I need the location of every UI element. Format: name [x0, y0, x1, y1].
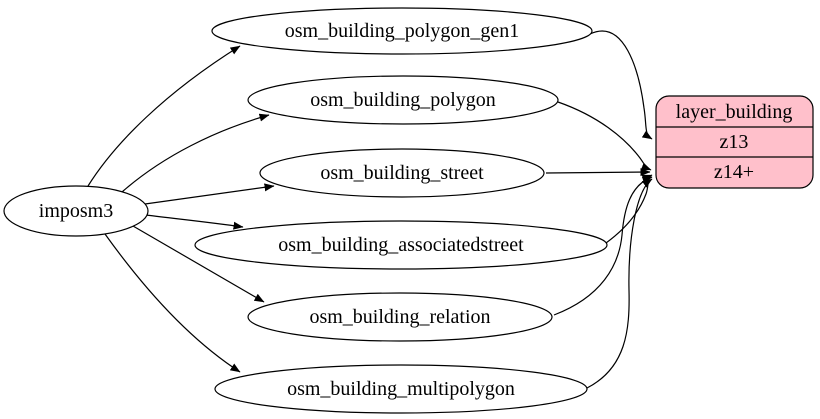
polygon-label: osm_building_polygon [310, 89, 496, 111]
node-imposm3: imposm3 [3, 185, 149, 237]
edge-imposm3-to-street [144, 183, 275, 205]
edge-imposm3-to-associatedstreet [145, 214, 244, 230]
edge-imposm3-to-polygon-gen1 [87, 45, 241, 187]
edge-associatedstreet-to-z14 [605, 174, 653, 244]
polygon-gen1-ellipse [211, 7, 593, 55]
node-osm-building-polygon: osm_building_polygon [247, 75, 559, 125]
edge-imposm3-to-polygon [121, 113, 270, 193]
record-row-z13: z13 [720, 131, 749, 153]
polygon-gen1-label: osm_building_polygon_gen1 [285, 20, 519, 42]
node-osm-building-multipolygon: osm_building_multipolygon [214, 364, 588, 414]
associatedstreet-label: osm_building_associatedstreet [278, 234, 524, 256]
node-osm-building-associatedstreet: osm_building_associatedstreet [194, 220, 608, 270]
node-osm-building-relation: osm_building_relation [247, 292, 553, 342]
multipolygon-ellipse [214, 364, 588, 414]
street-ellipse [259, 148, 545, 198]
edge-polygon-gen1-to-z13 [589, 30, 653, 140]
edge-street-to-z14 [545, 168, 651, 177]
edge-imposm3-to-multipolygon [104, 233, 241, 373]
record-row-z14: z14+ [714, 161, 754, 183]
relation-label: osm_building_relation [309, 306, 490, 328]
edge-relation-to-z14 [553, 176, 653, 316]
street-label: osm_building_street [320, 162, 484, 184]
associatedstreet-ellipse [194, 220, 608, 270]
polygon-ellipse [247, 75, 559, 125]
record-node-layer-building: layer_building z13 z14+ [655, 95, 814, 189]
node-osm-building-street: osm_building_street [259, 148, 545, 198]
edge-imposm3-to-relation [132, 225, 265, 303]
edge-multipolygon-to-z14 [586, 178, 653, 389]
layer-building-title: layer_building [676, 101, 793, 123]
layer-building-box [655, 95, 814, 189]
imposm3-label: imposm3 [39, 200, 113, 222]
node-osm-building-polygon-gen1: osm_building_polygon_gen1 [211, 7, 593, 55]
multipolygon-label: osm_building_multipolygon [287, 378, 515, 400]
relation-ellipse [247, 292, 553, 342]
edge-polygon-to-z14 [557, 101, 652, 171]
imposm3-ellipse [3, 185, 149, 237]
